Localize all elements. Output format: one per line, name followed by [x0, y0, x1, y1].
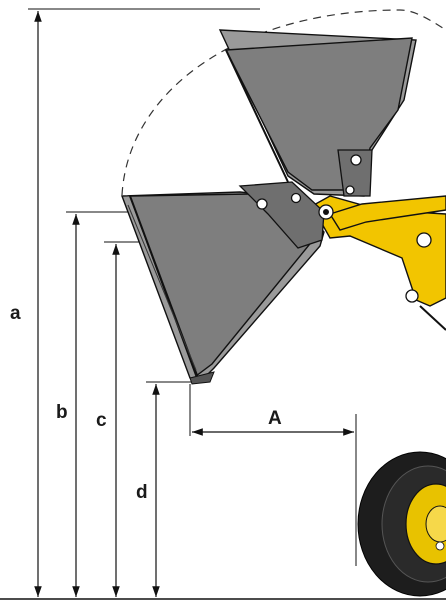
label-b: b	[56, 402, 68, 423]
label-d: d	[136, 482, 148, 503]
label-a: a	[10, 303, 21, 324]
front-tire	[357, 451, 446, 597]
label-c: c	[96, 410, 107, 431]
loader-arm	[311, 195, 446, 331]
raised-bucket	[218, 29, 417, 197]
lowered-bucket	[121, 181, 334, 385]
label-A: A	[268, 408, 282, 429]
